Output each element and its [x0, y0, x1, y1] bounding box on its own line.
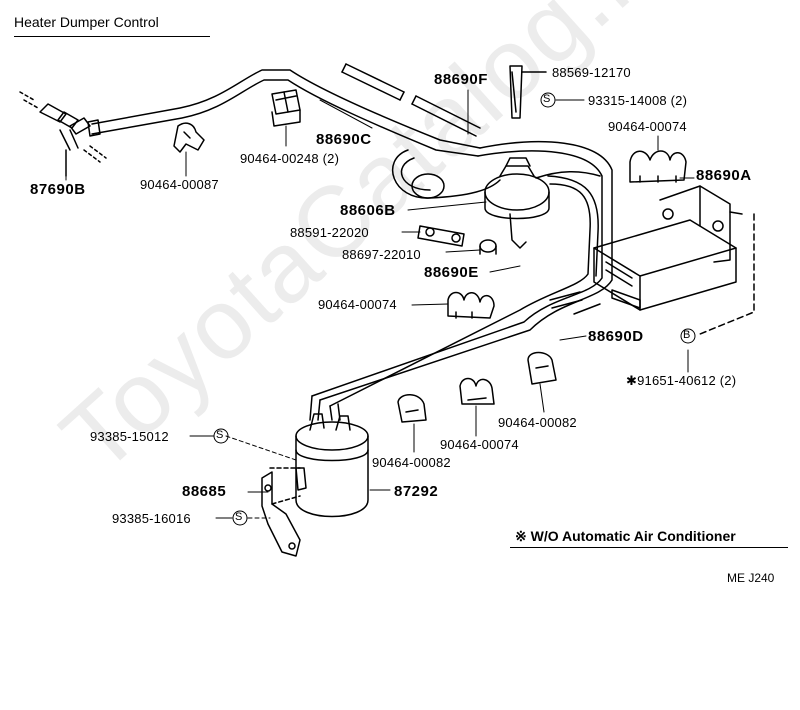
- part-label-88690D: 88690D: [588, 328, 644, 345]
- part-label-88685: 88685: [182, 483, 227, 500]
- bracket-88685: [261, 467, 307, 557]
- part-label-90464-00087: 90464-00087: [140, 177, 219, 192]
- part-label-90464-00248: 90464-00248 (2): [240, 151, 340, 166]
- part-label-88690F: 88690F: [434, 71, 488, 88]
- hose-88690C: [87, 69, 481, 157]
- clamp-90464-00087: [173, 122, 205, 153]
- part-label-88690A: 88690A: [696, 167, 752, 184]
- s-mark-label: S: [235, 511, 243, 523]
- part-label-88606B: 88606B: [340, 202, 396, 219]
- part-label-87690B: 87690B: [30, 181, 86, 198]
- clamp-90464-00074-low: [459, 377, 495, 405]
- bracket-88591-22020: [417, 225, 465, 247]
- footnote-divider: [510, 547, 788, 548]
- clip-90464-00248: [271, 89, 301, 127]
- s-mark-icon: [213, 428, 229, 444]
- clamp-90464-00074-mid: [447, 291, 495, 319]
- part-label-88569-12170: 88569-12170: [552, 65, 631, 80]
- part-label-88690C: 88690C: [316, 131, 372, 148]
- part-label-90464-00074-top: 90464-00074: [608, 119, 687, 134]
- canister-87292: [295, 413, 369, 518]
- b-mark-label: B: [683, 329, 691, 341]
- clamp-90464-00074-top: [629, 150, 687, 183]
- leader-dashed-b: [699, 213, 755, 335]
- s-marker-symbols: [213, 92, 696, 526]
- s-mark-icon: [232, 510, 248, 526]
- part-label-91651-40612: ✱91651-40612 (2): [626, 373, 737, 388]
- clamp-90464-00082-right: [527, 351, 557, 385]
- tee-joint-87690B: [19, 91, 107, 177]
- part-label-90464-00082-left: 90464-00082: [372, 455, 451, 470]
- actuator-88606B: [391, 149, 601, 249]
- diagram-title: Heater Dumper Control: [14, 14, 210, 37]
- part-label-88697-22010: 88697-22010: [342, 247, 421, 262]
- s-mark-label: S: [216, 429, 224, 441]
- clamp-90464-00082-left: [397, 394, 427, 423]
- connector-88569-12170: [509, 65, 547, 119]
- part-label-90464-00074-mid: 90464-00074: [318, 297, 397, 312]
- part-label-90464-00082-right: 90464-00082: [498, 415, 577, 430]
- s-mark-label: S: [543, 93, 551, 105]
- part-label-90464-00074-low: 90464-00074: [440, 437, 519, 452]
- part-label-93315-14008: 93315-14008 (2): [588, 93, 688, 108]
- hose-bundle-88690A: [309, 141, 613, 421]
- s-mark-icon: [540, 92, 556, 108]
- bolt-88697-22010: [479, 239, 497, 255]
- leader-lines: [65, 89, 695, 519]
- diagram-code: ME J240: [727, 571, 775, 585]
- part-label-88591-22020: 88591-22020: [290, 225, 369, 240]
- part-label-93385-16016: 93385-16016: [112, 511, 191, 526]
- footnote-note: ※ W/O Automatic Air Conditioner: [515, 528, 736, 544]
- part-label-88690E: 88690E: [424, 264, 479, 281]
- b-mark-icon: [680, 328, 696, 344]
- hose-88690F: [341, 63, 481, 137]
- part-label-87292: 87292: [394, 483, 439, 500]
- control-box-88690A: [593, 185, 743, 311]
- part-label-93385-15012: 93385-15012: [90, 429, 169, 444]
